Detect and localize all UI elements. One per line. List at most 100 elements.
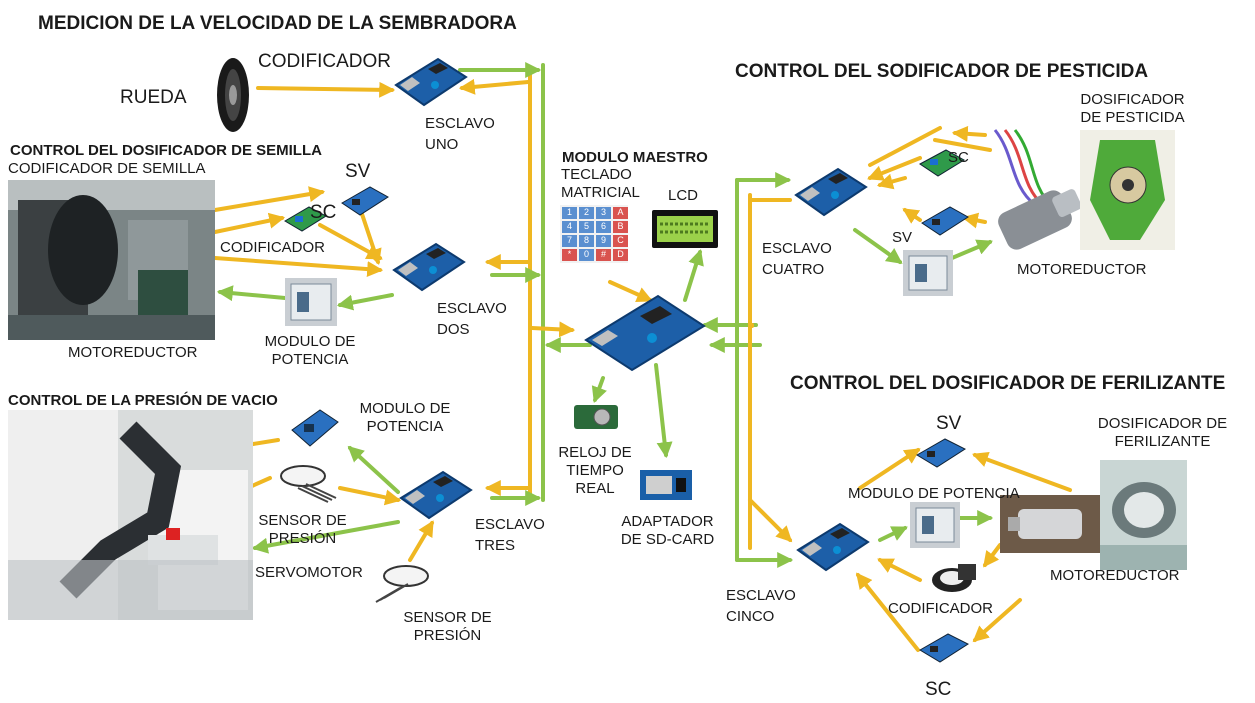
keypad-key: 9 bbox=[596, 235, 611, 247]
arduino-board-icon bbox=[794, 167, 868, 217]
label-sv-3: SV bbox=[936, 413, 962, 434]
label-line: REAL bbox=[575, 480, 615, 497]
label-line: PRESIÓN bbox=[268, 530, 337, 547]
label-line: ESCLAVO bbox=[437, 300, 507, 317]
keypad-key: B bbox=[613, 221, 628, 233]
keypad-key: 4 bbox=[562, 221, 577, 233]
section-title-velocidad: MEDICION DE LA VELOCIDAD DE LA SEMBRADOR… bbox=[38, 13, 517, 34]
label-codificador-3: CODIFICADOR bbox=[888, 600, 993, 617]
label-esclavo-cinco: ESCLAVO CINCO bbox=[726, 585, 796, 627]
label-motoreductor-1: MOTOREDUCTOR bbox=[68, 344, 198, 361]
label-line: ESCLAVO bbox=[726, 587, 796, 604]
label-servomotor: SERVOMOTOR bbox=[255, 564, 363, 581]
label-adaptador: ADAPTADOR DE SD-CARD bbox=[610, 513, 725, 549]
label-modulo-potencia-1: MODULO DE POTENCIA bbox=[255, 333, 365, 369]
label-sv-2: SV bbox=[892, 229, 913, 246]
label-line: MODULO DE bbox=[359, 400, 451, 417]
wheel-icon bbox=[217, 58, 249, 132]
label-line: POTENCIA bbox=[366, 418, 444, 435]
label-esclavo-tres: ESCLAVO TRES bbox=[475, 514, 545, 556]
keypad-key: 2 bbox=[579, 207, 594, 219]
keypad-key: 6 bbox=[596, 221, 611, 233]
pressure-sensor-icon bbox=[375, 565, 429, 603]
relay-module-icon bbox=[291, 409, 339, 447]
arduino-board-icon bbox=[796, 522, 870, 572]
pressure-sensor-icon bbox=[280, 465, 337, 503]
label-esclavo-cuatro: ESCLAVO CUATRO bbox=[762, 238, 832, 280]
label-line: RELOJ DE bbox=[558, 444, 632, 461]
label-rueda: RUEDA bbox=[120, 87, 187, 108]
label-dosificador-pesticida: DOSIFICADOR DE PESTICIDA bbox=[1070, 91, 1195, 127]
label-line: MATRICIAL bbox=[561, 184, 640, 201]
label-line: ADAPTADOR bbox=[621, 513, 714, 530]
section-title-ferilizante: CONTROL DEL DOSIFICADOR DE FERILIZANTE bbox=[790, 373, 1226, 394]
encoder-icon bbox=[932, 564, 976, 592]
label-line: CUATRO bbox=[762, 261, 825, 278]
label-sv-1: SV bbox=[345, 161, 371, 182]
power-module-icon bbox=[285, 278, 337, 326]
vacuum-system-photo bbox=[8, 410, 253, 620]
section-title-pesticida: CONTROL DEL SODIFICADOR DE PESTICIDA bbox=[735, 61, 1149, 82]
label-modulo-potencia-3: MODULO DE POTENCIA bbox=[848, 485, 1020, 502]
label-dosificador-ferilizante: DOSIFICADOR DE FERILIZANTE bbox=[1085, 415, 1240, 451]
label-line: PRESIÓN bbox=[413, 627, 482, 644]
keypad-key: 3 bbox=[596, 207, 611, 219]
keypad-key: 0 bbox=[579, 249, 594, 261]
arduino-board-icon bbox=[394, 57, 468, 107]
master-module-title: MODULO MAESTRO bbox=[562, 149, 708, 166]
label-line: CINCO bbox=[726, 608, 775, 625]
label-line: DOSIFICADOR DE bbox=[1097, 415, 1228, 432]
keypad-key: # bbox=[596, 249, 611, 261]
voltage-sensor-icon bbox=[916, 438, 967, 468]
seed-dosifier-photo bbox=[8, 180, 215, 340]
fertilizer-dosifier-icon bbox=[1100, 460, 1187, 570]
label-motoreductor-2: MOTOREDUCTOR bbox=[1017, 261, 1147, 278]
label-esclavo-uno: ESCLAVO UNO bbox=[425, 113, 495, 155]
keypad-key: 5 bbox=[579, 221, 594, 233]
section-title-presion: CONTROL DE LA PRESIÓN DE VACIO bbox=[8, 392, 278, 409]
section-title-dosificador-semilla: CONTROL DEL DOSIFICADOR DE SEMILLA bbox=[10, 142, 322, 159]
keypad-key: 8 bbox=[579, 235, 594, 247]
label-reloj: RELOJ DE TIEMPO REAL bbox=[555, 444, 635, 498]
lcd-display-icon bbox=[652, 210, 718, 248]
voltage-sensor-icon bbox=[919, 633, 970, 663]
label-sc-1: SC bbox=[310, 202, 337, 223]
label-sc-2: SC bbox=[948, 149, 969, 166]
matrix-keypad: 1 2 3 A 4 5 6 B 7 8 9 C * 0 # D bbox=[560, 205, 628, 263]
current-sensor-icon bbox=[284, 206, 328, 232]
keypad-key: D bbox=[613, 249, 628, 261]
label-line: SENSOR DE bbox=[403, 609, 492, 626]
label-line: DE SD-CARD bbox=[620, 531, 715, 548]
keypad-key: C bbox=[613, 235, 628, 247]
rtc-module-icon bbox=[574, 405, 618, 429]
label-codificador-semilla: CODIFICADOR DE SEMILLA bbox=[8, 160, 206, 177]
voltage-sensor-icon bbox=[341, 186, 389, 216]
arduino-board-icon bbox=[399, 470, 473, 520]
label-line: ESCLAVO bbox=[762, 240, 832, 257]
sd-card-adapter-icon bbox=[640, 470, 692, 500]
label-line: FERILIZANTE bbox=[1114, 433, 1211, 450]
label-line: TRES bbox=[475, 537, 516, 554]
label-line: SENSOR DE bbox=[258, 512, 347, 529]
power-module-icon bbox=[910, 502, 960, 548]
keypad-key: A bbox=[613, 207, 628, 219]
label-sc-3: SC bbox=[925, 679, 952, 700]
label-codificador-2: CODIFICADOR bbox=[220, 239, 325, 256]
label-esclavo-dos: ESCLAVO DOS bbox=[437, 298, 507, 340]
label-line: TECLADO bbox=[561, 166, 632, 183]
label-line: DOS bbox=[437, 321, 470, 338]
arduino-mega-icon bbox=[584, 294, 706, 372]
pesticide-motor-icon bbox=[993, 129, 1082, 250]
keypad-key: 7 bbox=[562, 235, 577, 247]
label-line: TIEMPO bbox=[566, 462, 624, 479]
keypad-key: * bbox=[562, 249, 577, 261]
current-sensor-icon bbox=[919, 149, 965, 177]
label-motoreductor-3: MOTOREDUCTOR bbox=[1050, 567, 1180, 584]
label-line: UNO bbox=[425, 136, 459, 153]
label-line: DOSIFICADOR bbox=[1080, 91, 1185, 108]
label-line: ESCLAVO bbox=[425, 115, 495, 132]
voltage-sensor-icon bbox=[921, 206, 969, 236]
label-line: ESCLAVO bbox=[475, 516, 545, 533]
fertilizer-motor-icon bbox=[1000, 495, 1100, 553]
